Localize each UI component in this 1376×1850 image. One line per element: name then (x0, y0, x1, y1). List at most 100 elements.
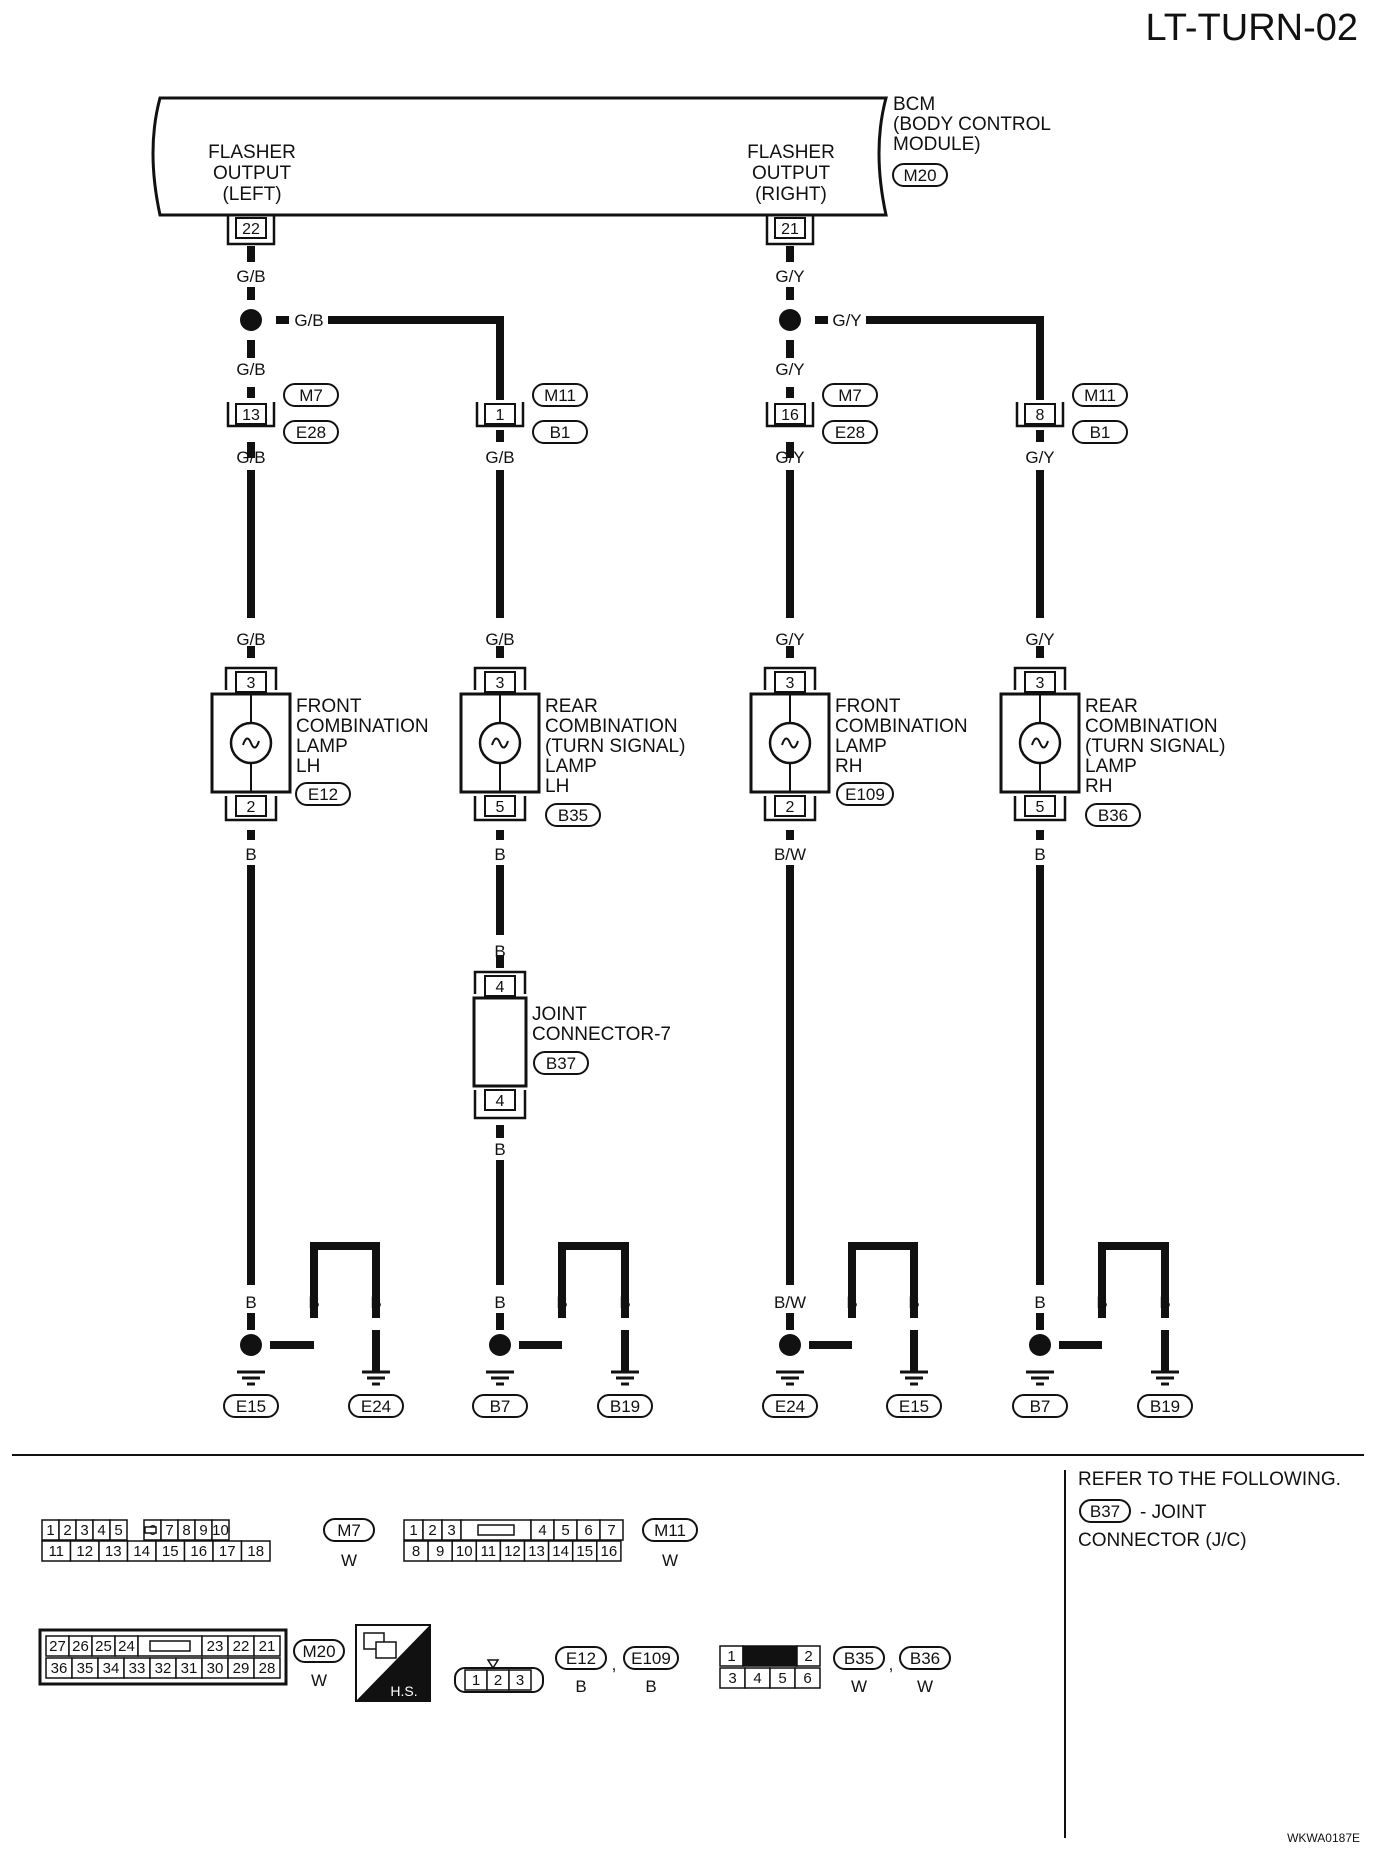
front-combination-lamp-lh: 3 2 FRONT COMBINATION LAMP LH E12 (210, 666, 429, 822)
connector-tag (555, 1646, 607, 1670)
wires (247, 246, 1169, 1372)
svg-text:REAR: REAR (545, 696, 598, 717)
bcm-line-1: BCM (893, 94, 935, 115)
wire-label: G/B (236, 360, 265, 379)
wire-label: G/Y (775, 448, 804, 467)
refer-note: REFER TO THE FOLLOWING. B37 - JOINT CONN… (1078, 1469, 1341, 1551)
svg-text:COMBINATION: COMBINATION (835, 716, 968, 737)
connector-pin-number: 7 (165, 1522, 173, 1539)
wire-label: G/B (236, 448, 265, 467)
svg-text:3: 3 (1036, 675, 1045, 692)
ground-splice-1 (240, 1334, 262, 1356)
connector-pin-number: 13 (105, 1543, 122, 1560)
connector-tag (642, 1518, 698, 1542)
connector-pin-number: 6 (803, 1670, 811, 1687)
connector-pin-number: 1 (727, 1648, 735, 1665)
connector-tag (623, 1646, 679, 1670)
tag-separator: , (612, 1655, 617, 1674)
svg-text:LAMP: LAMP (545, 756, 597, 777)
connector-tag-label: B35 (844, 1649, 874, 1668)
connector-pin-number: 31 (181, 1660, 198, 1677)
connector-pin-number: 36 (51, 1660, 68, 1677)
connector-pin-number: 5 (778, 1670, 786, 1687)
ground-splice-2 (489, 1334, 511, 1356)
svg-text:(TURN SIGNAL): (TURN SIGNAL) (1085, 736, 1225, 757)
connector-pin-number: 10 (456, 1543, 473, 1560)
wire-label: B (245, 1293, 256, 1312)
wire-label: G/Y (775, 630, 804, 649)
connector-pin-number: 35 (77, 1660, 94, 1677)
plug-icon (375, 1641, 397, 1659)
ground-tag: B19 (610, 1397, 640, 1416)
connector-pin-number: 18 (247, 1543, 264, 1560)
wire-label: B (370, 1293, 381, 1312)
front-combination-lamp-rh: 3 2 FRONT COMBINATION LAMP RH E109 (749, 666, 968, 822)
connector-pin-number: 11 (481, 1543, 497, 1560)
connector-cavity (599, 1519, 624, 1541)
svg-text:REFER TO THE FOLLOWING.: REFER TO THE FOLLOWING. (1078, 1469, 1341, 1490)
svg-text:LH: LH (545, 776, 569, 797)
wire-label: B (494, 942, 505, 961)
connector-color: W (311, 1671, 327, 1690)
wire-label: G/B (236, 630, 265, 649)
svg-text:2: 2 (247, 799, 256, 816)
connector-pin-number: 23 (207, 1638, 224, 1655)
connector-pin-number: 16 (190, 1543, 207, 1560)
connector-pin-number: 30 (207, 1660, 224, 1677)
connector-lock (486, 1659, 500, 1670)
svg-text:13: 13 (242, 407, 260, 424)
ground-splice-3 (779, 1334, 801, 1356)
bcm-connector-id: M20 (903, 166, 936, 185)
connector-pin-number: 13 (528, 1543, 545, 1560)
svg-text:22: 22 (242, 221, 260, 238)
wire-label: B (1034, 845, 1045, 864)
connector-tag (323, 1518, 375, 1542)
svg-text:3: 3 (496, 675, 505, 692)
ground-tag: E24 (775, 1397, 805, 1416)
connector-pin-number: 10 (212, 1522, 229, 1539)
wire-label: G/B (485, 448, 514, 467)
ground-symbols (237, 1370, 1179, 1386)
connector-pin-number: 4 (538, 1522, 546, 1539)
svg-text:5: 5 (1036, 799, 1045, 816)
connector-cavity (796, 1645, 821, 1667)
connector-pin-number: 6 (584, 1522, 592, 1539)
connector-tag-label: M20 (302, 1642, 335, 1661)
svg-text:REAR: REAR (1085, 696, 1138, 717)
figure-code: WKWA0187E (1287, 1831, 1360, 1845)
svg-text:LAMP: LAMP (296, 736, 348, 757)
connector-pin-number: 29 (233, 1660, 250, 1677)
bcm-pin-22: 22 (226, 216, 276, 246)
connector-pin-number: 3 (447, 1522, 455, 1539)
svg-text:M7: M7 (838, 386, 862, 405)
connector-cavity (253, 1657, 281, 1679)
ground-splice-4 (1029, 1334, 1051, 1356)
wire-label: B (494, 845, 505, 864)
right-output-line-2: OUTPUT (752, 163, 831, 184)
svg-text:B37: B37 (546, 1054, 576, 1073)
bcm-connector-tag (892, 163, 948, 187)
connector-pin-number: 3 (728, 1670, 736, 1687)
connector-tag-label: E109 (631, 1649, 671, 1668)
svg-text:LAMP: LAMP (1085, 756, 1137, 777)
svg-text:(TURN SIGNAL): (TURN SIGNAL) (545, 736, 685, 757)
connector-pin-number: 3 (80, 1522, 88, 1539)
connector-pin-number: 2 (428, 1522, 436, 1539)
right-output-line-1: FLASHER (747, 142, 835, 163)
connector-tag-label: M11 (654, 1521, 686, 1540)
connector-key (742, 1645, 798, 1667)
rear-combination-lamp-rh: 3 5 REAR COMBINATION (TURN SIGNAL) LAMP … (999, 666, 1225, 827)
left-output-line-1: FLASHER (208, 142, 296, 163)
connector-cavity (211, 1519, 230, 1541)
wire-label: B (1159, 1293, 1170, 1312)
connector-pin-number: 9 (199, 1522, 207, 1539)
connector-pin-number: 15 (576, 1543, 593, 1560)
wire-label: B (556, 1293, 567, 1312)
splice-dot-left (240, 309, 262, 331)
connector-pin-number: 24 (118, 1638, 135, 1655)
connector-pin-number: 1 (472, 1672, 480, 1689)
wire-label: B (308, 1293, 319, 1312)
svg-text:3: 3 (786, 675, 795, 692)
connector-tag-label: E12 (566, 1649, 596, 1668)
